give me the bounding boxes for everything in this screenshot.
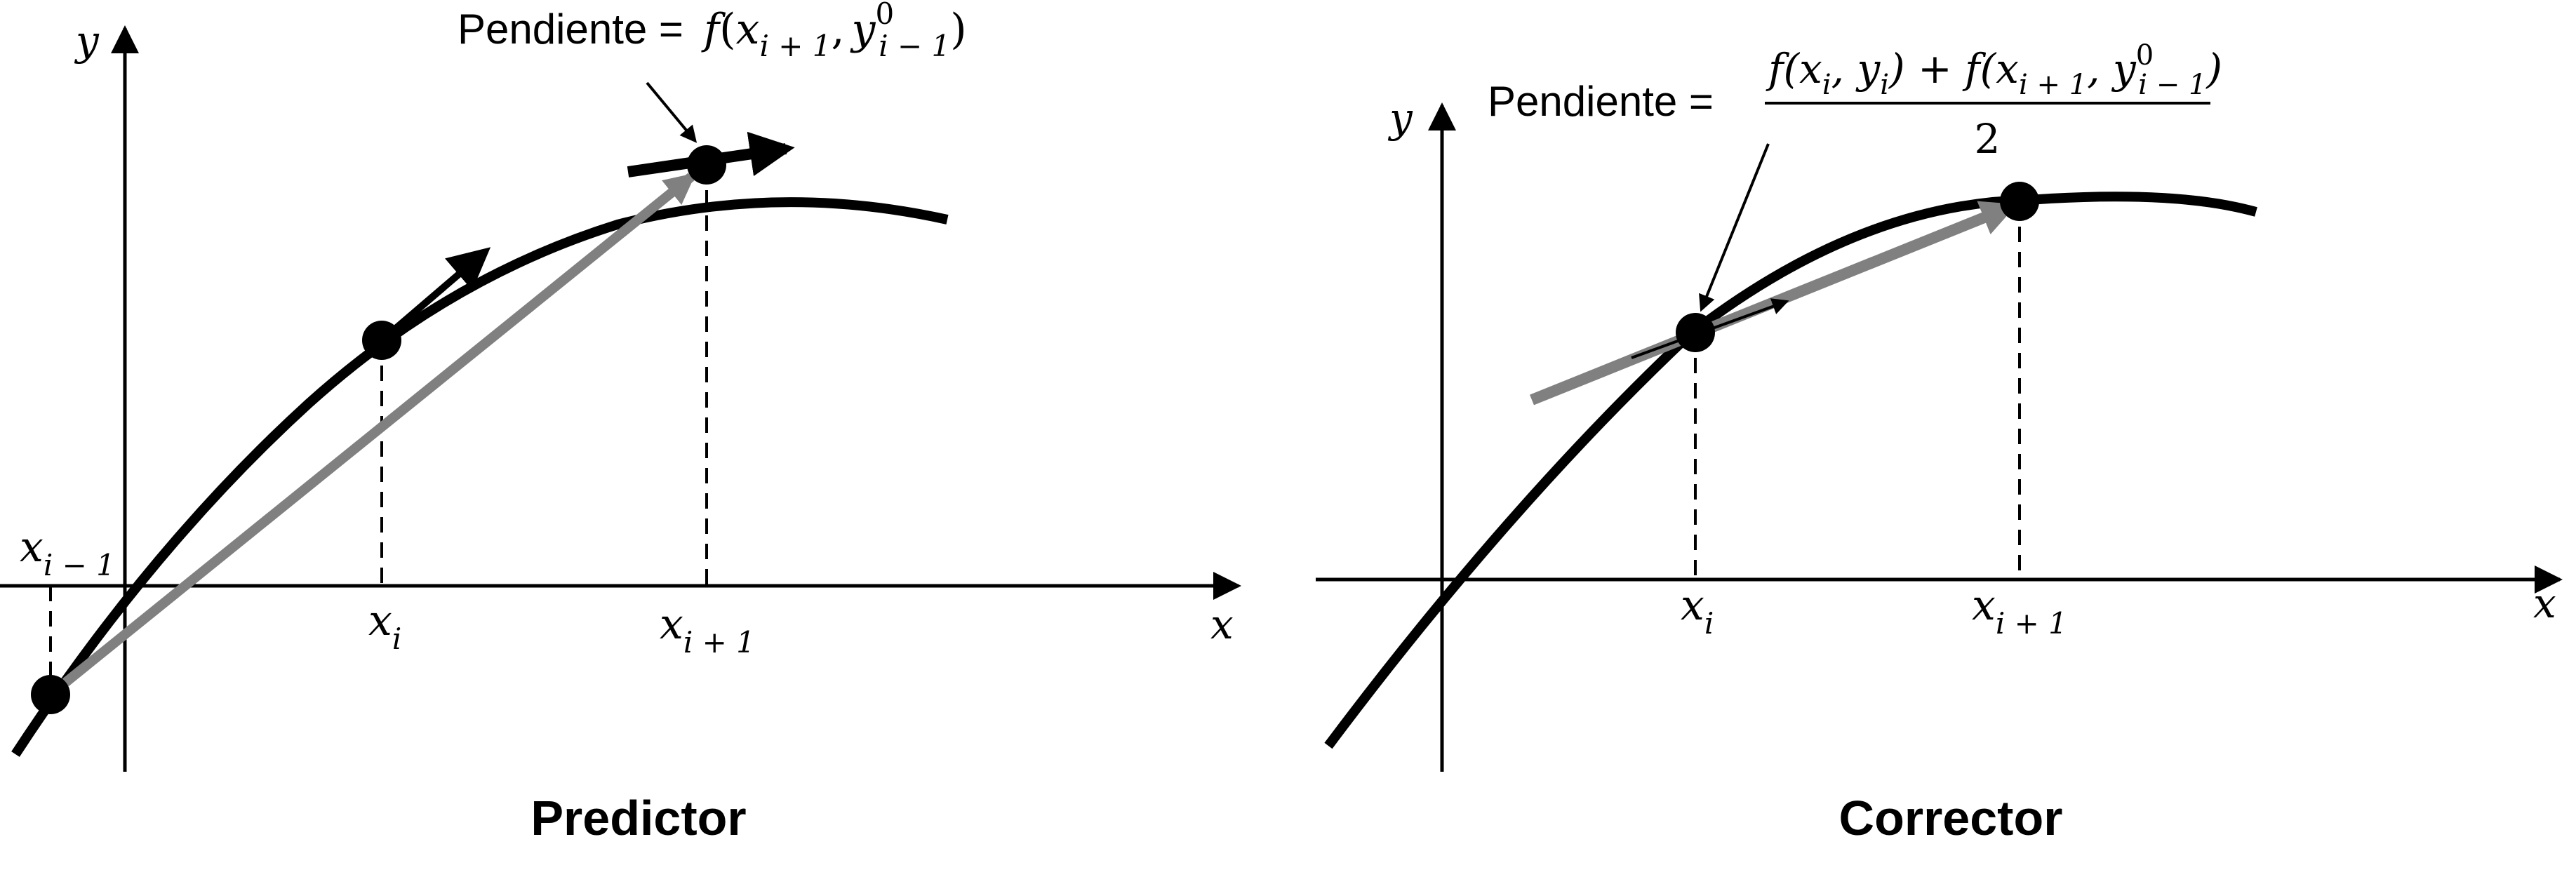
corrector-tick-x-i: xi [1681,581,1714,641]
predictor-tick-x-next: xi + 1 [660,600,755,659]
corrector-solution-curve [1324,192,2257,749]
corrector-slope-denominator: 2 [1975,115,2001,163]
predictor-label-pointer [646,81,698,143]
predictor-caption: Predictor [530,791,746,845]
corrector-x-label: x [2533,580,2556,627]
corrector-y-label: y [1387,94,1413,142]
predictor-tangent-arrow-xi [379,247,491,343]
predictor-tick-x-prev: xi − 1 [20,523,115,582]
predictor-panel: y x xi − 1 xi xi + 1 Pendiente = [0,0,1241,845]
corrector-gray-arrow [1530,201,2017,406]
predictor-y-label: y [74,17,100,65]
corrector-caption: Corrector [1839,791,2063,845]
predictor-solution-curve [11,197,949,757]
corrector-panel: y x xi xi + 1 Pendiente = f(xi, yi) + f(… [1316,39,2563,845]
predictor-point-x-next [687,145,726,185]
corrector-point-x-next [2000,182,2039,221]
corrector-label-pointer [1699,143,1770,312]
corrector-slope-prefix: Pendiente = [1488,78,1714,125]
predictor-point-x-prev [31,675,70,714]
predictor-tick-x-i: xi [368,596,401,656]
corrector-point-x-i [1676,313,1715,352]
predictor-point-x-i [362,321,401,360]
predictor-gray-arrow [47,173,696,699]
predictor-x-label: x [1210,601,1234,648]
corrector-tick-x-next: xi + 1 [1972,581,2067,641]
